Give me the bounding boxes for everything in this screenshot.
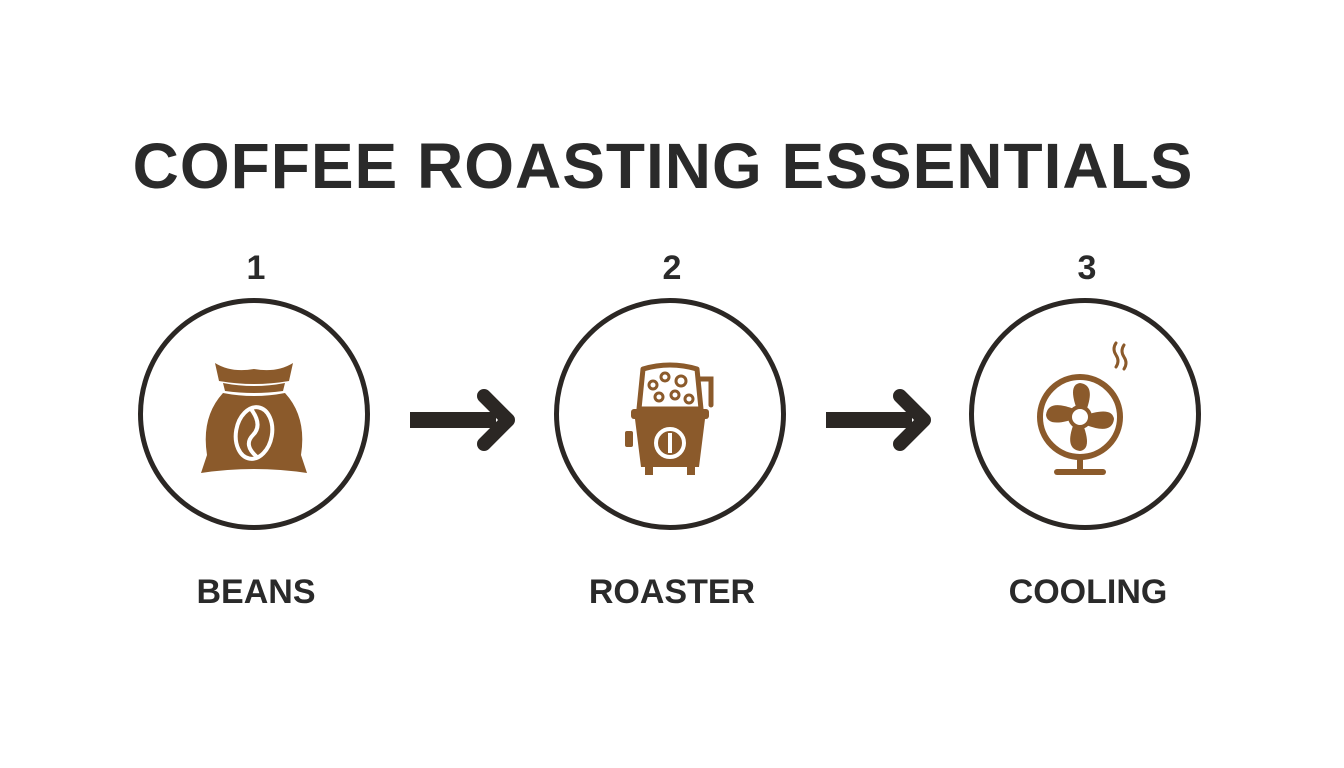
coffee-roaster-icon [625, 362, 714, 475]
step-label-roaster: ROASTER [588, 573, 756, 611]
step-number-2: 2 [662, 249, 682, 287]
step-number-3: 3 [1077, 249, 1097, 287]
step-number-1: 1 [246, 249, 266, 287]
arrow-right-icon [826, 389, 931, 451]
step-label-cooling: COOLING [1008, 573, 1168, 611]
cooling-fan-icon [1037, 341, 1128, 475]
step-circle-roaster [554, 298, 786, 530]
coffee-bean-bag-icon [201, 363, 307, 473]
step-label-beans: BEANS [196, 573, 316, 611]
diagram-title: COFFEE ROASTING ESSENTIALS [132, 130, 1194, 202]
step-circle-beans [138, 298, 370, 530]
arrow-right-icon [410, 389, 515, 451]
step-circle-cooling [969, 298, 1201, 530]
